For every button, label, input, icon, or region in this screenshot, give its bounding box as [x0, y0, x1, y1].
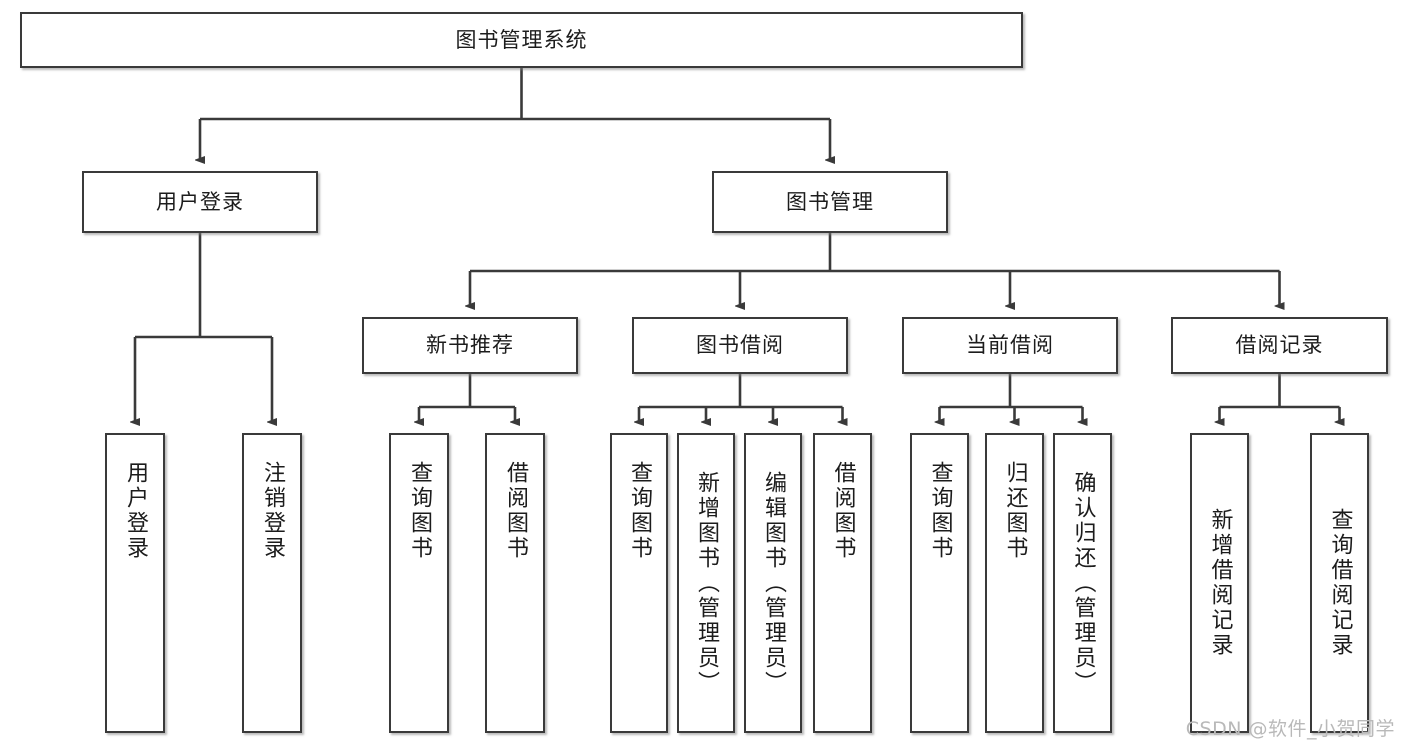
node-label: 用户登录: [123, 461, 148, 561]
node-leaf-query-book-b[interactable]: 查询图书: [610, 433, 668, 733]
node-book-manage[interactable]: 图书管理: [712, 171, 948, 233]
node-label: 查询借阅记录: [1327, 508, 1353, 658]
node-label: 新书推荐: [426, 333, 514, 358]
node-leaf-add-record[interactable]: 新增借阅记录: [1190, 433, 1249, 733]
node-leaf-query-record[interactable]: 查询借阅记录: [1310, 433, 1369, 733]
node-leaf-add-book[interactable]: 新增图书（管理员）: [677, 433, 735, 733]
node-label: 查询图书: [927, 461, 953, 561]
node-label: 确认归还（管理员）: [1070, 470, 1096, 696]
node-leaf-edit-book[interactable]: 编辑图书（管理员）: [744, 433, 802, 733]
node-leaf-logout[interactable]: 注销登录: [242, 433, 302, 733]
node-leaf-user-login[interactable]: 用户登录: [105, 433, 165, 733]
node-label: 编辑图书（管理员）: [761, 470, 786, 696]
node-label: 借阅图书: [503, 461, 528, 561]
node-label: 图书管理系统: [455, 27, 588, 52]
node-user-login[interactable]: 用户登录: [82, 171, 318, 233]
node-borrow-record[interactable]: 借阅记录: [1171, 317, 1388, 374]
node-label: 新增图书（管理员）: [694, 470, 719, 696]
node-label: 新增借阅记录: [1207, 508, 1233, 658]
node-leaf-return-book[interactable]: 归还图书: [985, 433, 1044, 733]
node-label: 当前借阅: [966, 333, 1054, 358]
node-new-book-rec[interactable]: 新书推荐: [362, 317, 578, 374]
node-label: 借阅记录: [1235, 333, 1324, 358]
node-book-borrow[interactable]: 图书借阅: [632, 317, 848, 374]
node-label: 用户登录: [156, 189, 244, 214]
node-leaf-borrow-book-rec[interactable]: 借阅图书: [485, 433, 545, 733]
node-leaf-confirm-return[interactable]: 确认归还（管理员）: [1053, 433, 1112, 733]
node-label: 查询图书: [627, 461, 652, 561]
node-label: 图书管理: [786, 189, 874, 214]
node-label: 查询图书: [407, 461, 432, 561]
node-current-borrow[interactable]: 当前借阅: [902, 317, 1118, 374]
node-root[interactable]: 图书管理系统: [20, 12, 1023, 68]
node-label: 图书借阅: [696, 333, 784, 358]
node-leaf-query-book-c[interactable]: 查询图书: [910, 433, 969, 733]
node-leaf-query-book-rec[interactable]: 查询图书: [389, 433, 449, 733]
node-label: 借阅图书: [830, 461, 856, 561]
node-leaf-borrow-book-b[interactable]: 借阅图书: [813, 433, 872, 733]
node-label: 注销登录: [260, 461, 285, 561]
watermark-text: CSDN @软件_小贺同学: [1185, 718, 1395, 740]
node-label: 归还图书: [1002, 461, 1028, 561]
